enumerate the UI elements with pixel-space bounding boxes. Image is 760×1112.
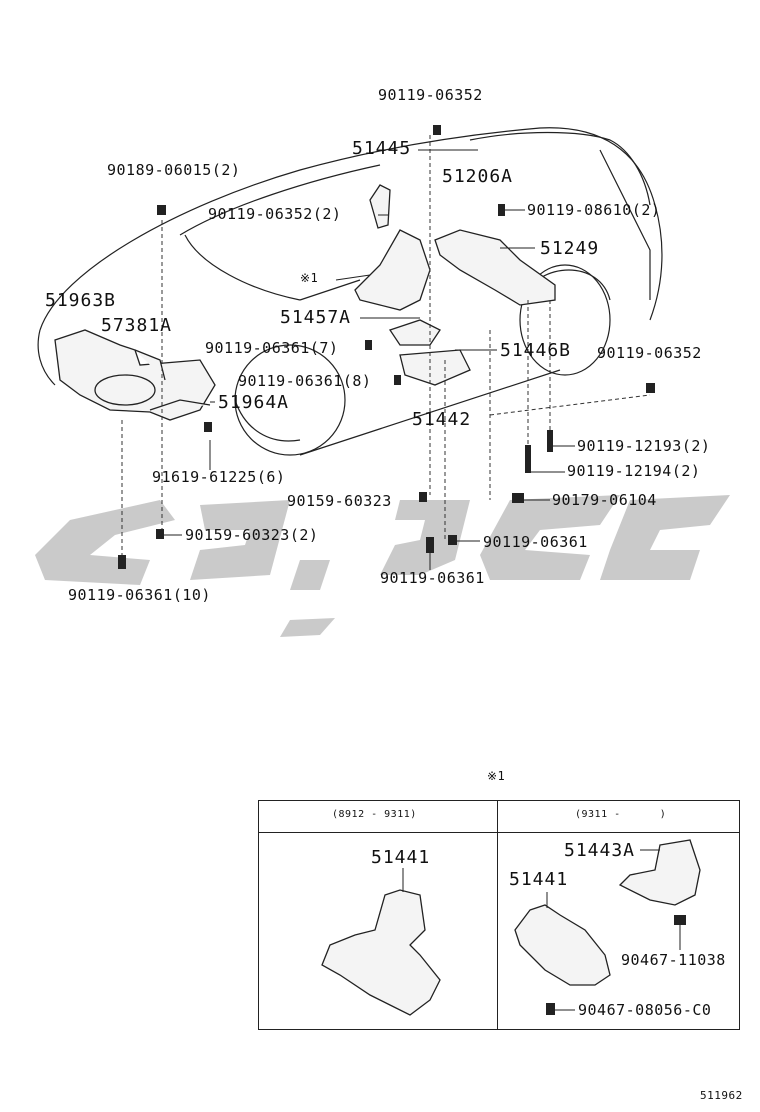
label-bolt-91619: 91619-61225(6): [152, 468, 286, 486]
label-bolt-90119-06361-8: 90119-06361(8): [238, 372, 372, 390]
label-part-51445: 51445: [352, 138, 412, 159]
label-bolt-90119-06352-right: 90119-06352: [597, 344, 702, 362]
label-bolt-90119-06361-10: 90119-06361(10): [68, 586, 211, 604]
label-nut-90179: 90179-06104: [552, 491, 657, 509]
label-bolt-90189: 90189-06015(2): [107, 161, 241, 179]
bolt-icon: [394, 375, 401, 385]
inset-divider-horizontal: [258, 832, 740, 833]
bolt-icon: [426, 537, 434, 553]
bolt-icon: [646, 383, 655, 393]
inset-cover-right-b: [514, 904, 611, 986]
inset-box: [258, 800, 740, 1030]
clip-icon: [674, 915, 686, 925]
label-bolt-90159-60323: 90159-60323: [287, 492, 392, 510]
inset-left-header: (8912 - 9311): [332, 809, 417, 820]
inset-divider-vertical: [497, 800, 498, 1030]
inset-leaders: [402, 849, 681, 1011]
bolt-icon: [204, 422, 212, 432]
label-bolt-90119-12194: 90119-12194(2): [567, 462, 701, 480]
label-bolt-90119-06352-2: 90119-06352(2): [208, 205, 342, 223]
leader-dashed-lines: [121, 135, 651, 560]
crossmember: [369, 184, 556, 306]
bolt-icon: [547, 430, 553, 452]
inset-cover-left: [321, 889, 441, 1016]
label-top-clip: 90119-06352: [378, 86, 483, 104]
label-bolt-90119-12193: 90119-12193(2): [577, 437, 711, 455]
bolt-icon: [118, 555, 126, 569]
nut-icon: [512, 493, 524, 503]
label-bolt-90159-60323-2: 90159-60323(2): [185, 526, 319, 544]
inset-fasteners: [546, 915, 686, 1015]
bolt-icon: [365, 340, 372, 350]
label-part-51964a: 51964A: [218, 392, 290, 413]
label-bolt-90119-06361-7: 90119-06361(7): [205, 339, 339, 357]
label-bolt-90119-06361-right: 90119-06361: [483, 533, 588, 551]
label-bolt-90119-06361-bottom: 90119-06361: [380, 569, 485, 587]
inset-cover-right-a: [618, 839, 701, 906]
bolt-icon: [546, 1003, 555, 1015]
inset-right-header: (9311 - ): [575, 809, 667, 820]
bolt-icon: [419, 492, 427, 502]
fastener-icons: [118, 125, 655, 569]
label-part-51963b: 51963B: [45, 290, 117, 311]
bolt-icon: [525, 445, 531, 473]
inset-ref-mark: ※1: [487, 769, 506, 783]
inset-right-part-b: 51441: [509, 869, 569, 890]
bolt-icon: [448, 535, 457, 545]
car-body-outline: [37, 127, 663, 456]
inset-left-part: 51441: [371, 847, 431, 868]
label-part-51457a: 51457A: [280, 307, 352, 328]
bolt-icon: [156, 529, 164, 539]
engine-undercover: [54, 329, 216, 421]
bolt-icon: [498, 204, 505, 216]
label-ref-mark-1: ※1: [300, 271, 319, 285]
bolt-icon: [433, 125, 441, 135]
inset-right-clip: 90467-11038: [621, 951, 726, 969]
center-brace: [354, 229, 471, 386]
label-part-51446b: 51446B: [500, 340, 572, 361]
inset-right-bolt: 90467-08056-C0: [578, 1001, 712, 1019]
watermark-logo: [35, 495, 730, 637]
label-bolt-90119-08610: 90119-08610(2): [527, 201, 661, 219]
label-part-57381a: 57381A: [101, 315, 173, 336]
bolt-icon: [157, 205, 166, 215]
label-part-51442: 51442: [412, 409, 472, 430]
inset-right-part-a: 51443A: [564, 840, 636, 861]
label-part-51206a: 51206A: [442, 166, 514, 187]
diagram-id: 511962: [700, 1089, 743, 1102]
label-part-51249: 51249: [540, 238, 600, 259]
